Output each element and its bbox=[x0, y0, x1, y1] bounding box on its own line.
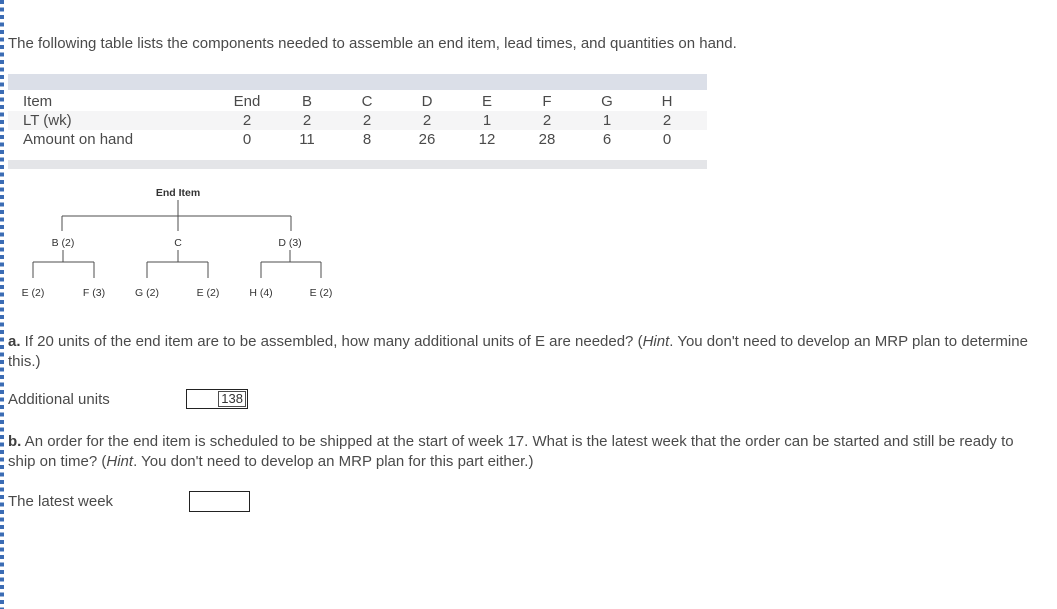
table-row-item: Item End B C D E F G H bbox=[8, 92, 707, 111]
tree-node-e2: E (2) bbox=[197, 287, 220, 299]
components-table: Item End B C D E F G H LT (wk) 2 2 2 2 1… bbox=[8, 74, 707, 169]
tree-node-e1: E (2) bbox=[22, 287, 45, 299]
amt-g: 6 bbox=[602, 131, 612, 148]
col-header-end: End bbox=[233, 93, 261, 110]
table-row-amount: Amount on hand 0 11 8 26 12 28 6 0 bbox=[8, 130, 707, 149]
row-label-amount: Amount on hand bbox=[23, 131, 134, 148]
amt-end: 0 bbox=[242, 131, 252, 148]
product-structure-tree: End Item B (2) C D (3) E (2) F (3) G (2)… bbox=[22, 187, 333, 299]
table-top-bar bbox=[8, 74, 707, 90]
lt-d: 2 bbox=[422, 112, 432, 129]
question-b-body: An order for the end item is scheduled t… bbox=[8, 433, 1014, 470]
amt-e: 12 bbox=[478, 131, 496, 148]
col-header-e: E bbox=[481, 93, 492, 110]
question-b-hint-word: Hint bbox=[106, 453, 134, 470]
latest-week-input[interactable] bbox=[189, 491, 250, 512]
question-a-hint-word: Hint bbox=[642, 333, 670, 350]
lt-c: 2 bbox=[362, 112, 372, 129]
amt-d: 26 bbox=[418, 131, 436, 148]
tree-node-e3: E (2) bbox=[310, 287, 333, 299]
table-bottom-bar bbox=[8, 160, 707, 169]
page-left-dashed-border bbox=[0, 0, 4, 609]
additional-units-input[interactable]: 138 bbox=[186, 389, 248, 409]
col-header-f: F bbox=[542, 93, 552, 110]
lt-e: 1 bbox=[482, 112, 492, 129]
amt-b: 11 bbox=[299, 131, 315, 148]
question-a-body: If 20 units of the end item are to be as… bbox=[20, 333, 643, 350]
additional-units-label: Additional units bbox=[8, 391, 110, 408]
question-b-body-after: . You don't need to develop an MRP plan … bbox=[133, 453, 534, 470]
additional-units-value: 138 bbox=[218, 391, 246, 407]
question-a-label: a. bbox=[8, 333, 21, 350]
lt-end: 2 bbox=[242, 112, 252, 129]
row-label-item: Item bbox=[23, 93, 53, 110]
tree-node-h: H (4) bbox=[249, 287, 272, 299]
intro-text: The following table lists the components… bbox=[8, 35, 737, 52]
row-label-lt: LT (wk) bbox=[23, 112, 72, 129]
amt-h: 0 bbox=[662, 131, 672, 148]
table-rows: Item End B C D E F G H LT (wk) 2 2 2 2 1… bbox=[8, 92, 707, 149]
col-header-h: H bbox=[661, 93, 673, 110]
tree-node-g: G (2) bbox=[135, 287, 159, 299]
tree-node-b: B (2) bbox=[52, 237, 75, 249]
lt-g: 1 bbox=[602, 112, 612, 129]
question-a-text: a. If 20 units of the end item are to be… bbox=[8, 332, 1040, 372]
col-header-g: G bbox=[601, 93, 613, 110]
tree-node-f: F (3) bbox=[83, 287, 105, 299]
latest-week-label: The latest week bbox=[8, 493, 114, 510]
question-b-label: b. bbox=[8, 433, 22, 450]
table-row-lt: LT (wk) 2 2 2 2 1 2 1 2 bbox=[8, 111, 707, 130]
question-b-text: b. An order for the end item is schedule… bbox=[8, 432, 1040, 472]
tree-node-c: C bbox=[174, 237, 182, 249]
amt-f: 28 bbox=[538, 131, 556, 148]
tree-node-d: D (3) bbox=[278, 237, 301, 249]
col-header-b: B bbox=[301, 93, 312, 110]
amt-c: 8 bbox=[362, 131, 372, 148]
col-header-d: D bbox=[421, 93, 433, 110]
lt-h: 2 bbox=[662, 112, 672, 129]
tree-root-label: End Item bbox=[156, 187, 200, 199]
lt-b: 2 bbox=[302, 112, 312, 129]
col-header-c: C bbox=[361, 93, 373, 110]
lt-f: 2 bbox=[542, 112, 552, 129]
question-a-body-after: . You don't need to develop an MRP plan … bbox=[8, 333, 1028, 370]
